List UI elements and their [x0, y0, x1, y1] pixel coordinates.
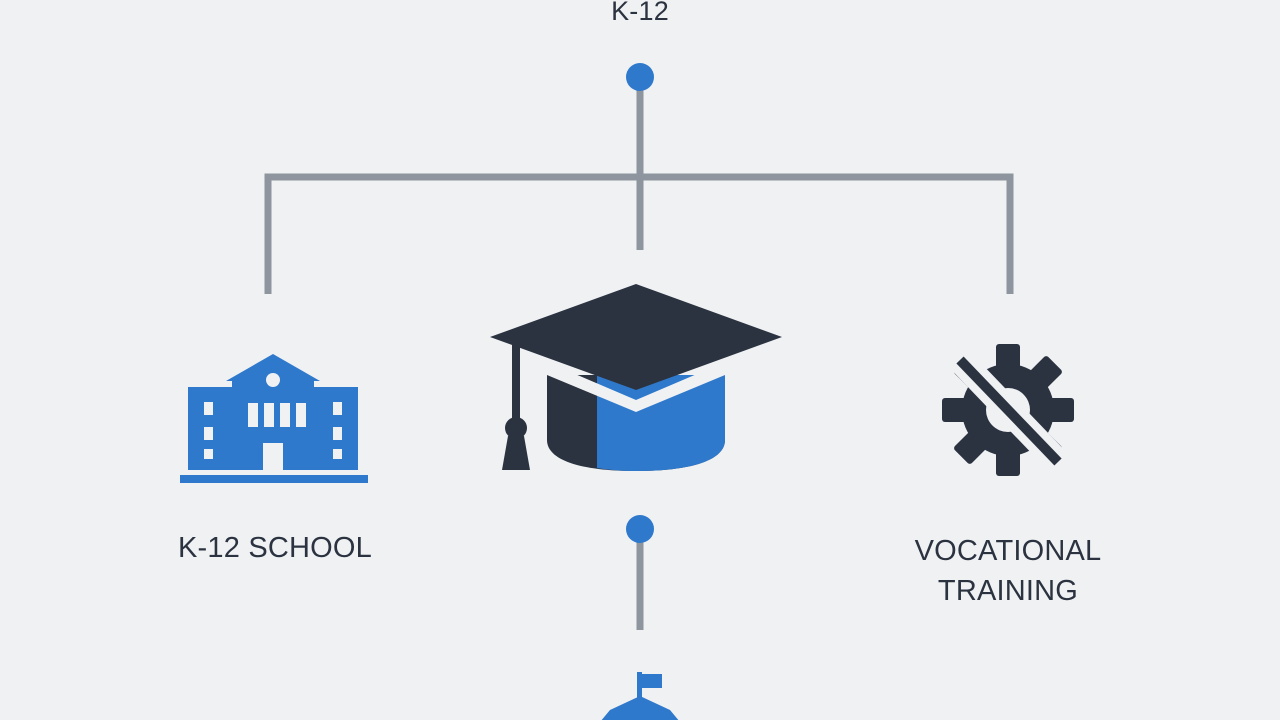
gear-with-slash-icon: [942, 344, 1074, 476]
root-connector-dot: [626, 63, 654, 91]
vocational-training-label-line-2: TRAINING: [937, 575, 1079, 607]
branch-bar-connector: [264, 173, 1014, 294]
vocational-training-label: VOCATIONAL TRAINING: [860, 531, 1156, 611]
k12-school-label: K-12 SCHOOL: [178, 532, 372, 564]
connector-lines: [264, 80, 1014, 630]
vocational-training-label-line-1: VOCATIONAL: [914, 535, 1102, 567]
root-node-label: K-12: [611, 0, 669, 26]
lower-connector-dot: [626, 515, 654, 543]
graduation-cap-icon: [490, 284, 782, 471]
school-building-icon: [180, 354, 368, 483]
flag-building-icon: [601, 672, 679, 720]
